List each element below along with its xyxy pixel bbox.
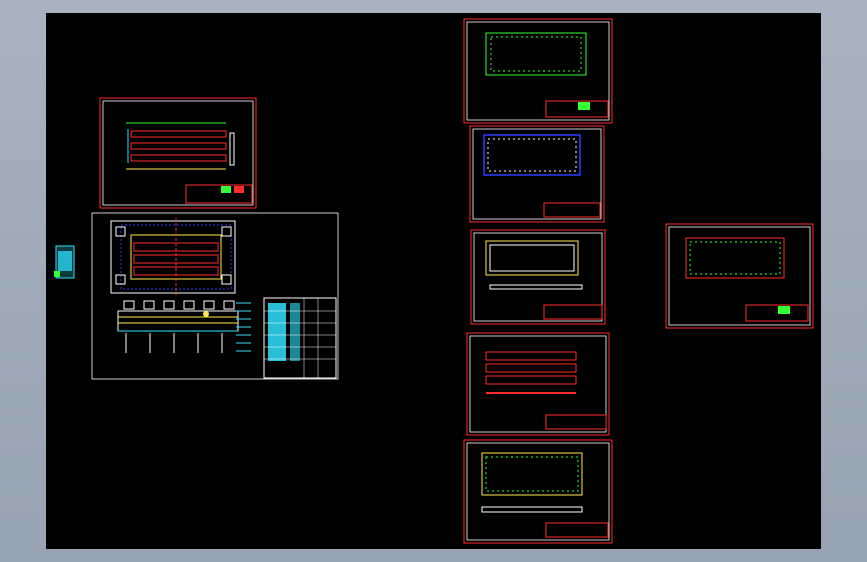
- sheet-right-3[interactable]: [470, 229, 606, 325]
- drawing-canvas[interactable]: [46, 13, 821, 549]
- cad-drawing: [54, 18, 814, 544]
- sheet-right-5[interactable]: [463, 439, 613, 544]
- sheet-top-left-panel[interactable]: [99, 97, 257, 209]
- sheet-main-assembly[interactable]: [91, 212, 339, 380]
- sheet-right-1[interactable]: [463, 18, 613, 124]
- sheet-far-right[interactable]: [665, 223, 814, 329]
- sheet-right-2[interactable]: [469, 125, 605, 223]
- sheet-right-4[interactable]: [466, 332, 610, 436]
- thumbnail-left[interactable]: [54, 245, 75, 279]
